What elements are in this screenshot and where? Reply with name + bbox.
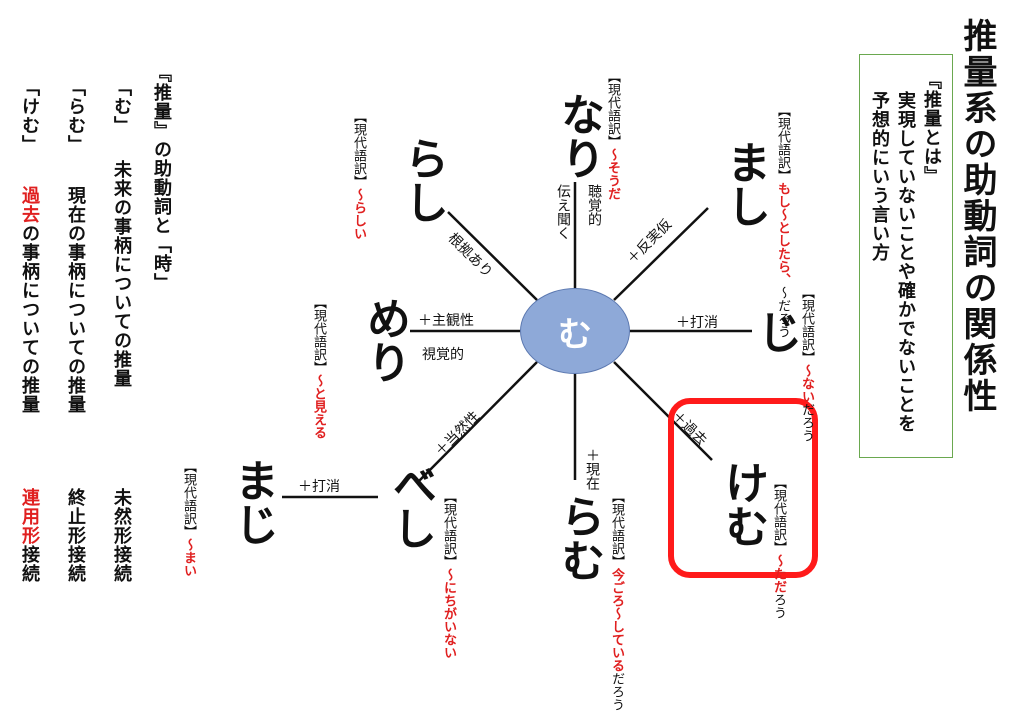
node-kemu: けむ <box>717 460 768 548</box>
definition-line-2: 実現していないことや確かでないことを <box>895 91 916 433</box>
line-rashi <box>447 211 538 301</box>
trans-ji: 【現代語訳】～ないだろう <box>798 286 814 442</box>
line-beshi <box>417 361 538 483</box>
node-ramu: らむ <box>553 494 604 582</box>
trans-maji: 【現代語訳】～まい <box>180 460 196 577</box>
trans-head: 【現代語訳】 <box>604 70 620 148</box>
trans-head: 【現代語訳】 <box>350 110 366 188</box>
edge-label-maji: ＋打消 <box>298 479 340 495</box>
node-mashi: まし <box>719 140 770 228</box>
edge-label-nari-a: 聴覚的 <box>586 184 602 226</box>
trans-meri: 【現代語訳】～と見える <box>310 296 326 439</box>
line-mashi <box>613 207 709 301</box>
left-row-ramu-conn: 終止形接続 <box>65 488 86 583</box>
trans-beshi: 【現代語訳】～にちがいない <box>440 490 456 659</box>
trans-head: 【現代語訳】 <box>608 490 624 568</box>
trans-head: 【現代語訳】 <box>798 286 814 364</box>
trans-red: ～ただ <box>770 554 786 593</box>
trans-black: だろう <box>608 672 624 711</box>
left-row-mu-desc: 未来の事柄についての推量 <box>111 160 132 388</box>
trans-red: ～まい <box>180 538 196 577</box>
left-row-kemu-conn-red: 連用形 <box>19 488 40 545</box>
highlight-box-kemu <box>668 398 818 578</box>
left-row-kemu-conn-text: 接続 <box>19 545 40 583</box>
trans-red: ～ない <box>798 364 814 403</box>
trans-red: ～と見える <box>310 374 326 439</box>
node-nari: なり <box>553 92 604 180</box>
trans-black: ろう <box>770 593 786 619</box>
left-row-kemu-desc-text: の事柄についての推量 <box>19 224 40 414</box>
trans-black: ～だろう <box>774 286 790 338</box>
left-row-kemu-word: 「けむ」 <box>19 78 40 154</box>
edge-label-nari-b: 伝え聞く <box>555 184 571 240</box>
trans-head: 【現代語訳】 <box>770 476 786 554</box>
definition-line-3: 予想的にいう言い方 <box>869 91 890 262</box>
node-meri: めり <box>359 296 410 384</box>
left-row-mu-conn: 未然形接続 <box>111 488 132 583</box>
edge-label-ji: ＋打消 <box>676 315 718 331</box>
trans-kemu: 【現代語訳】～ただろう <box>770 476 786 619</box>
edge-label-meri-b: 視覚的 <box>422 347 464 363</box>
trans-nari: 【現代語訳】～そうだ <box>604 70 620 200</box>
trans-head: 【現代語訳】 <box>180 460 196 538</box>
definition-line-1: 『推量とは』 <box>921 71 942 185</box>
edge-label-meri-a: ＋主観性 <box>418 313 474 329</box>
connector-lines <box>282 182 752 499</box>
center-node-mu: む <box>520 288 630 374</box>
trans-red: ～にちがいない <box>440 568 456 659</box>
trans-red: ～らしい <box>350 188 366 240</box>
left-panel-heading: 『推量』の助動詞と「時」 <box>151 64 172 292</box>
left-row-kemu-desc: 過去の事柄についての推量 <box>16 186 42 414</box>
trans-black: だろう <box>798 403 814 442</box>
edge-label-ramu: ＋現在 <box>584 448 600 490</box>
line-kemu <box>613 361 713 461</box>
trans-red: 今ごろ～している <box>608 568 624 672</box>
trans-mashi: 【現代語訳】もし～としたら、～だろう <box>774 104 790 338</box>
trans-rashi: 【現代語訳】～らしい <box>350 110 366 240</box>
trans-red: ～そうだ <box>604 148 620 200</box>
node-rashi: らし <box>397 136 448 224</box>
left-row-ramu-desc: 現在の事柄についての推量 <box>65 186 86 414</box>
node-beshi: べし <box>385 462 436 550</box>
trans-head: 【現代語訳】 <box>440 490 456 568</box>
left-row-kemu-desc-red: 過去 <box>19 186 40 224</box>
trans-head: 【現代語訳】 <box>310 296 326 374</box>
trans-ramu: 【現代語訳】今ごろ～しているだろう <box>608 490 624 711</box>
trans-head: 【現代語訳】 <box>774 104 790 182</box>
definition-box: 『推量とは』 実現していないことや確かでないことを 予想的にいう言い方 <box>859 54 953 458</box>
trans-red: もし～としたら、 <box>774 182 790 286</box>
left-row-mu-word: 「む」 <box>111 78 132 135</box>
node-maji: まじ <box>227 458 278 546</box>
page-title: 推量系の助動詞の関係性 <box>957 18 997 414</box>
node-ji: じ <box>758 308 802 359</box>
left-row-ramu-word: 「らむ」 <box>65 78 86 154</box>
left-row-kemu-conn: 連用形接続 <box>16 488 42 583</box>
